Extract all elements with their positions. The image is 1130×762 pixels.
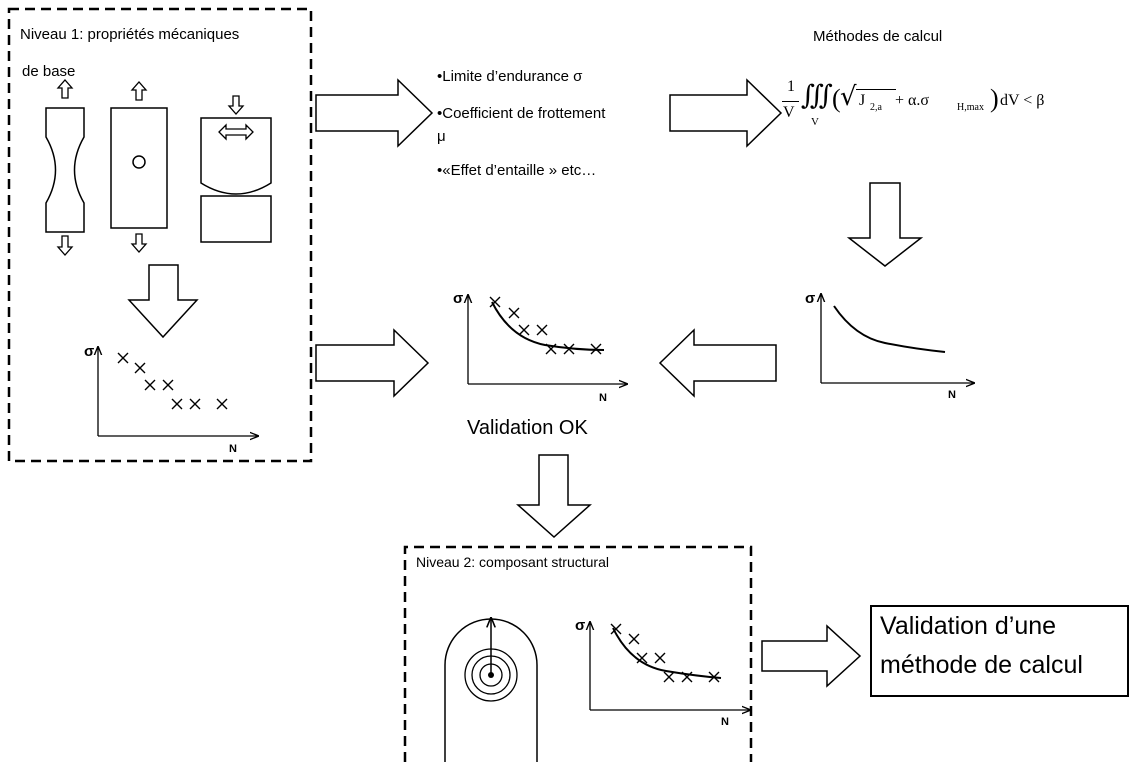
arrow-right-to-validation	[315, 328, 430, 398]
arrow-down-level1	[127, 264, 199, 339]
data-point-marker	[216, 398, 228, 410]
data-point-marker	[162, 379, 174, 391]
model-curve	[491, 301, 605, 351]
data-point-marker	[144, 379, 156, 391]
formula-sigma-sub: H,max	[957, 102, 984, 113]
data-point-marker	[536, 324, 548, 336]
data-point-marker	[636, 652, 648, 664]
result-line2: méthode de calcul	[880, 651, 1083, 679]
plot2-y-label: σ	[453, 290, 464, 307]
formula-frac-den: V	[783, 104, 795, 121]
result-line1: Validation d’une	[880, 612, 1057, 640]
data-point-marker	[134, 362, 146, 374]
arrow-left-to-validation	[658, 328, 777, 398]
data-point-marker	[681, 671, 693, 683]
data-point-marker	[518, 324, 530, 336]
formula-frac-bar	[782, 101, 799, 102]
level1-box	[7, 7, 313, 463]
formula-j-sub: 2,a	[870, 102, 882, 113]
level1-title: Niveau 1: propriétés mécaniques	[20, 26, 240, 43]
result-box	[870, 605, 1129, 697]
data-point-marker	[590, 343, 602, 355]
computed-curve	[833, 305, 946, 353]
plot3-y-label: σ	[805, 290, 816, 307]
arrow-right-to-properties	[315, 78, 434, 148]
data-point-marker	[663, 671, 675, 683]
plot4-y-label: σ	[575, 617, 586, 634]
data-point-marker	[610, 623, 622, 635]
data-point-marker	[563, 343, 575, 355]
data-point-marker	[545, 343, 557, 355]
formula-sqrt: √	[840, 82, 857, 112]
small-down-arrow-icon	[130, 233, 148, 253]
plot2-x-label: N	[599, 392, 607, 404]
small-up-arrow-icon	[56, 79, 74, 99]
arrow-down-methods	[846, 182, 924, 267]
plot-experimental-level1	[98, 347, 258, 436]
data-point-marker	[171, 398, 183, 410]
arrow-down-to-level2	[516, 454, 592, 539]
double-horizontal-arrow-icon	[218, 123, 254, 141]
property-item-friction-symbol: μ	[437, 128, 446, 145]
plot1-y-label: σ	[84, 343, 95, 360]
property-item-endurance: •Limite d’endurance σ	[437, 68, 583, 85]
plot-computed	[821, 294, 974, 383]
data-point-marker	[117, 352, 129, 364]
plot-validation	[468, 295, 627, 384]
level2-title: Niveau 2: composant structural	[416, 554, 609, 570]
plate-with-hole-specimen	[110, 107, 168, 229]
plot1-x-label: N	[229, 443, 237, 455]
methods-title: Méthodes de calcul	[813, 28, 943, 45]
data-point-marker	[489, 296, 501, 308]
small-down-arrow-icon	[56, 235, 74, 256]
plot4-x-label: N	[721, 716, 729, 728]
formula-frac-num: 1	[787, 78, 795, 95]
data-point-marker	[508, 307, 520, 319]
formula-j: J	[859, 92, 866, 109]
property-item-friction: •Coefficient de frottement	[437, 105, 606, 122]
validation-ok-label: Validation OK	[467, 417, 588, 439]
formula-alpha-sigma: + α.σ	[895, 92, 930, 109]
formula-integral-sub: V	[811, 116, 819, 128]
data-point-marker	[189, 398, 201, 410]
formula-integral: ∭	[801, 80, 833, 111]
formula-open: (	[832, 84, 841, 113]
plot-level2	[590, 622, 750, 710]
arrow-right-to-result	[761, 624, 862, 688]
model-curve	[612, 627, 722, 679]
data-point-marker	[708, 671, 720, 683]
structural-component	[444, 618, 538, 762]
data-point-marker	[654, 652, 666, 664]
level2-box	[403, 545, 753, 762]
arrow-right-to-methods	[669, 78, 783, 148]
small-down-arrow-icon	[227, 95, 245, 115]
formula-tail: dV < β	[1000, 92, 1045, 109]
hourglass-specimen	[45, 107, 85, 233]
contact-specimen	[200, 117, 272, 243]
formula-sqrt-bar	[856, 89, 896, 90]
formula-close: )	[990, 84, 999, 113]
property-item-notch: •«Effet d’entaille » etc…	[437, 162, 597, 179]
small-up-arrow-icon	[130, 81, 148, 101]
plot3-x-label: N	[948, 389, 956, 401]
data-point-marker	[628, 633, 640, 645]
level1-title-continued: de base	[22, 63, 76, 80]
